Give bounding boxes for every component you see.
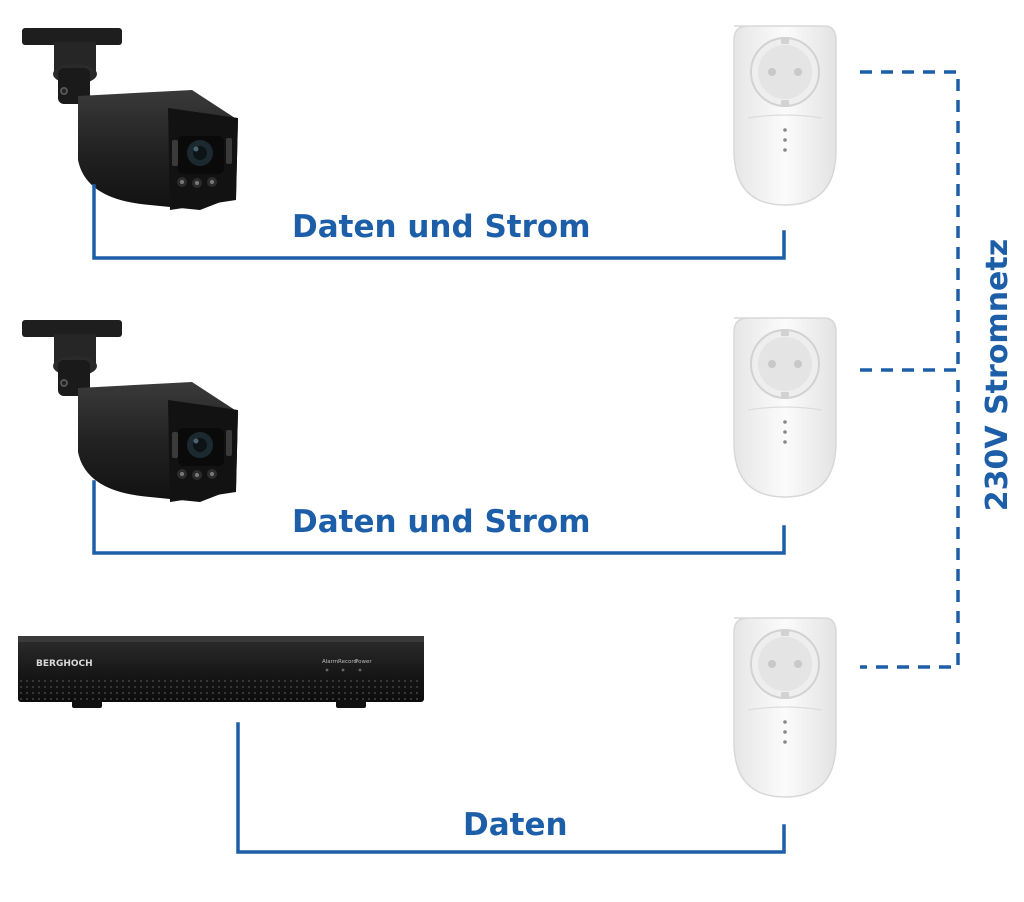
poe-plug-adapter-icon <box>733 617 837 798</box>
recorder-connection-line <box>236 722 786 854</box>
mains-line-bottom <box>860 380 960 669</box>
mains-power-label: 230V Stromnetz <box>980 238 1015 512</box>
nvr-brand-label: BERGHOCH <box>36 659 93 669</box>
camera-top-connection-label: Daten und Strom <box>292 209 591 245</box>
nvr-indicator-alarm: Alarm <box>322 659 338 665</box>
camera-middle-connection-label: Daten und Strom <box>292 504 591 540</box>
poe-plug-adapter-icon <box>733 317 837 498</box>
bullet-camera-icon <box>22 320 238 502</box>
camera-middle-connection-line <box>92 480 786 555</box>
nvr-indicator-power: Power <box>355 659 372 665</box>
bullet-camera-icon <box>22 28 238 210</box>
nvr-recorder-icon: BERGHOCH Alarm Record Power <box>18 636 424 708</box>
poe-plug-adapter-icon <box>733 25 837 206</box>
recorder-connection-label: Daten <box>463 807 568 843</box>
camera-top-connection-line <box>92 184 786 260</box>
mains-line-top <box>860 70 960 368</box>
nvr-indicator-record: Record <box>338 659 357 665</box>
